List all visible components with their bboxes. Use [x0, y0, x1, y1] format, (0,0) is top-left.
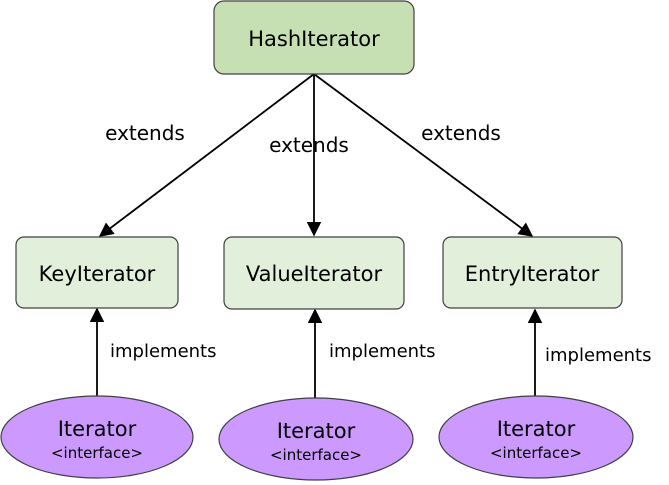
valueiterator-label: ValueIterator [246, 262, 383, 286]
extends-label-right: extends [421, 121, 501, 145]
iterator-label-right: Iterator [497, 417, 576, 441]
extends-label-center: extends [269, 133, 349, 157]
hashiterator-node: HashIterator [213, 0, 415, 75]
iterator-interface-node-left: Iterator <interface> [0, 395, 194, 479]
keyiterator-label: KeyIterator [39, 262, 156, 286]
valueiterator-node: ValueIterator [223, 236, 405, 310]
iterator-label-left: Iterator [58, 417, 137, 441]
implements-label-center: implements [329, 341, 436, 362]
interface-stereotype-center: <interface> [270, 446, 362, 464]
iterator-label-center: Iterator [277, 419, 356, 443]
interface-stereotype-left: <interface> [51, 444, 143, 462]
implements-edges [89, 307, 543, 398]
extends-label-left: extends [105, 121, 185, 145]
keyiterator-box [15, 236, 179, 309]
extends-arrow-key [98, 73, 315, 237]
interface-stereotype-right: <interface> [490, 444, 582, 462]
hashiterator-box [213, 0, 415, 75]
entryiterator-box [442, 236, 623, 309]
iterator-interface-node-center: Iterator <interface> [218, 397, 414, 481]
implements-label-right: implements [545, 345, 652, 366]
iterator-ellipse-right [438, 395, 634, 479]
edge-labels: extends extends extends implements imple… [105, 121, 651, 366]
iterator-ellipse-left [0, 395, 194, 479]
iterator-interface-node-right: Iterator <interface> [438, 395, 634, 479]
hashiterator-label: HashIterator [248, 27, 380, 51]
extends-edges [98, 73, 534, 237]
valueiterator-box [223, 236, 405, 310]
extends-arrow-entry [313, 73, 534, 237]
entryiterator-node: EntryIterator [442, 236, 623, 309]
entryiterator-label: EntryIterator [465, 262, 600, 286]
iterator-ellipse-center [218, 397, 414, 481]
keyiterator-node: KeyIterator [15, 236, 179, 309]
implements-label-left: implements [110, 341, 217, 362]
